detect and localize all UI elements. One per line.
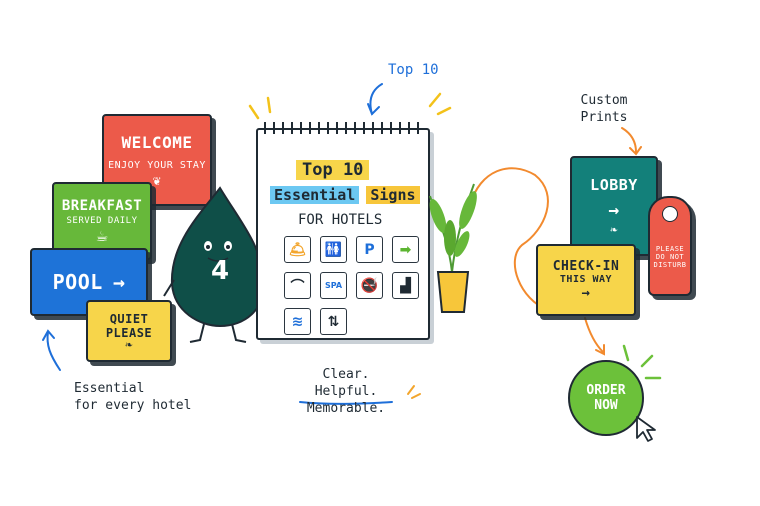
notebook-title-top10: Top 10 <box>302 160 364 180</box>
essential-line1: Essential <box>74 381 145 396</box>
notebook-spiral <box>264 122 422 134</box>
elevator-icon: ⇅ <box>320 308 347 335</box>
leaf-icon: ❧ <box>124 339 134 351</box>
order-now-button[interactable]: ORDER NOW <box>568 360 644 436</box>
breakfast-sign: BREAKFAST SERVED DAILY ☕ <box>52 182 152 260</box>
hanger-icon: ⌒ <box>284 272 311 299</box>
custom-prints-note: Custom Prints <box>574 92 634 126</box>
notebook-subtitle: FOR HOTELS <box>298 212 383 228</box>
mascot-number: 4 <box>210 256 230 286</box>
order-line1: ORDER <box>586 383 626 398</box>
clear-helpful-note: Clear. Helpful. Memorable. <box>296 366 396 417</box>
lobby-sign: LOBBY → ❧ <box>570 156 658 256</box>
checkin-line2: THIS WAY <box>559 274 613 285</box>
parking-icon: P <box>356 236 383 263</box>
laurel-icon: ❦ <box>152 174 162 188</box>
exit-arrow-icon: ➡ <box>392 236 419 263</box>
welcome-subtitle: ENJOY YOUR STAY <box>108 159 206 171</box>
notebook-title-row1: Top 10 <box>296 160 370 180</box>
welcome-title: WELCOME <box>121 132 193 152</box>
check-in-sign: CHECK-IN THIS WAY → <box>536 244 636 316</box>
spa-icon: SPA <box>320 272 347 299</box>
checkin-arrow-icon: → <box>581 285 591 301</box>
pool-title: POOL <box>52 270 103 294</box>
plant-illustration <box>429 183 477 313</box>
notebook-title-signs: Signs <box>366 186 420 204</box>
do-not-disturb-hanger: PLEASE DO NOT DISTURB <box>648 196 692 296</box>
quiet-line1: QUIET <box>109 311 149 326</box>
clear-line2: Memorable. <box>306 401 386 416</box>
clear-line1: Clear. Helpful. <box>314 367 378 399</box>
notebook-title-row2: Essential Signs <box>270 185 420 204</box>
lobby-arrow-icon: → <box>608 200 620 221</box>
notebook-title-essential: Essential <box>270 186 360 204</box>
breakfast-subtitle: SERVED DAILY <box>66 215 138 226</box>
dnd-line3: DISTURB <box>653 261 687 269</box>
bell-icon: 🛎 <box>284 236 311 263</box>
restroom-icon: 🚻 <box>320 236 347 263</box>
quiet-line2: PLEASE <box>105 325 153 340</box>
hanger-hole <box>662 206 678 222</box>
pool-arrow-icon: → <box>112 270 126 294</box>
essential-note: Essential for every hotel <box>74 380 191 414</box>
lobby-title: LOBBY <box>590 176 638 194</box>
quiet-please-sign: QUIET PLEASE ❧ <box>86 300 172 362</box>
coffee-cup-icon: ☕ <box>95 228 109 245</box>
cursor-icon <box>636 416 656 442</box>
top10-label: Top 10 <box>388 62 439 78</box>
order-line2: NOW <box>594 398 618 413</box>
essential-line2: for every hotel <box>74 398 192 413</box>
dnd-line2: DO NOT <box>655 253 685 261</box>
wifi-icon: ≋ <box>284 308 311 335</box>
no-smoking-icon: 🚭 <box>356 272 383 299</box>
breakfast-title: BREAKFAST <box>61 197 143 214</box>
stairs-icon: ▟ <box>392 272 419 299</box>
custom-line1: Custom <box>580 93 628 108</box>
welcome-sign: WELCOME ENJOY YOUR STAY ❦ <box>102 114 212 206</box>
leaf-icon: ❧ <box>609 225 619 236</box>
dnd-line1: PLEASE <box>655 245 685 253</box>
custom-line2: Prints <box>580 110 628 125</box>
checkin-line1: CHECK-IN <box>552 259 620 274</box>
